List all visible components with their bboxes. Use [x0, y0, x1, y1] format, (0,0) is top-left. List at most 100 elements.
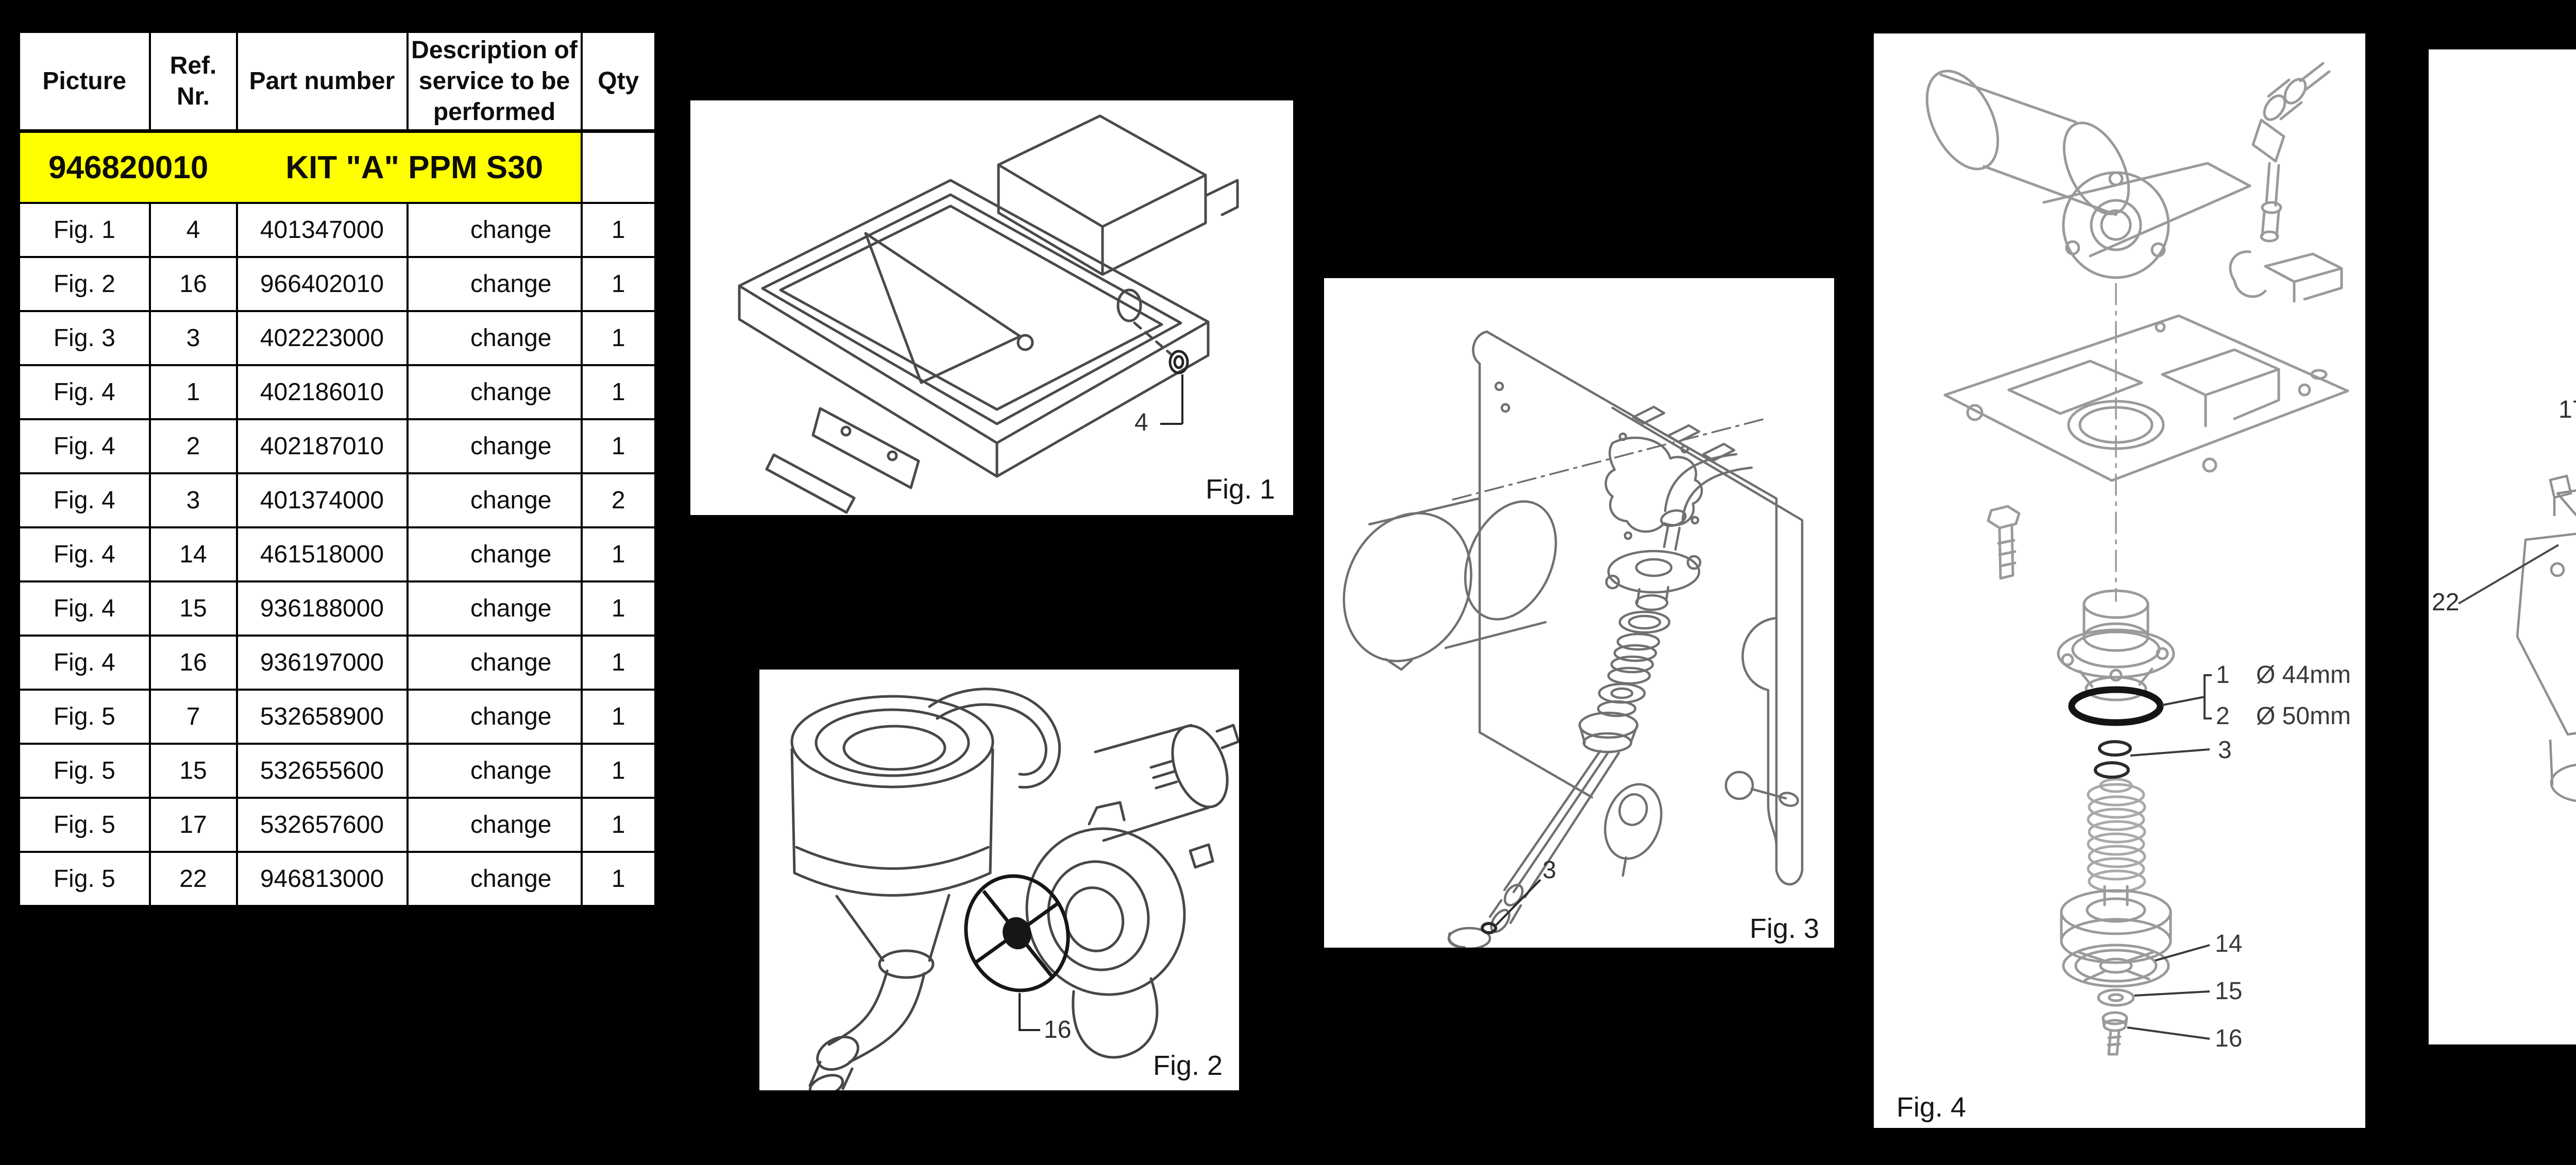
service-cell: change — [406, 256, 583, 312]
qty-cell: 1 — [580, 797, 658, 853]
dim-50mm: Ø 50mm — [2256, 703, 2351, 730]
kit-name: KIT "A" PPM S30 — [285, 149, 544, 185]
service-cell: change — [406, 472, 583, 528]
service-cell: change — [406, 635, 583, 691]
service-cell: change — [406, 851, 583, 909]
callout-leaders — [2458, 544, 2560, 605]
table-header-row: Picture Ref. Nr. Part number Description… — [16, 29, 658, 133]
callout-leader — [1495, 879, 1541, 926]
steam-wand-drawing — [1343, 330, 1804, 948]
picture-cell: Fig. 4 — [16, 364, 151, 420]
fig4-label: Fig. 4 — [1896, 1092, 1967, 1123]
picture-cell: Fig. 3 — [16, 310, 151, 366]
o-ring-part3 — [1481, 922, 1497, 934]
service-cell: change — [406, 797, 583, 853]
o-ring-part4 — [1168, 350, 1189, 374]
qty-cell: 1 — [580, 256, 658, 312]
valve-stack-drawing — [1925, 62, 2349, 1056]
ref-cell: 3 — [148, 310, 238, 366]
ref-cell: 2 — [148, 418, 238, 474]
part-number-cell: 401347000 — [235, 202, 409, 258]
part-number-cell: 402187010 — [235, 418, 409, 474]
picture-cell: Fig. 4 — [16, 635, 151, 691]
callout-leader — [1160, 374, 1183, 425]
callout-leaders — [2127, 674, 2212, 1040]
callout-22: 22 — [2432, 589, 2460, 616]
picture-cell: Fig. 4 — [16, 526, 151, 582]
picture-cell: Fig. 5 — [16, 743, 151, 799]
tank-part22 — [2516, 474, 2576, 802]
qty-cell: 1 — [580, 580, 658, 637]
fig3-label: Fig. 3 — [1750, 913, 1820, 944]
part-number-cell: 532657600 — [235, 797, 409, 853]
part-number-cell: 946813000 — [235, 851, 409, 909]
qty-cell: 1 — [580, 635, 658, 691]
ref-cell: 16 — [148, 256, 238, 312]
kit-title-spacer — [580, 130, 658, 204]
part-number-cell: 461518000 — [235, 526, 409, 582]
ref-cell: 22 — [148, 851, 238, 909]
kit-title-row: 946820010 KIT "A" PPM S30 — [16, 130, 658, 204]
callout-3: 3 — [1543, 856, 1556, 884]
service-cell: change — [406, 310, 583, 366]
kit-number: 946820010 — [48, 149, 209, 185]
fig2-label: Fig. 2 — [1153, 1050, 1223, 1081]
picture-cell: Fig. 5 — [16, 689, 151, 745]
valve-plate-part14 — [2062, 944, 2170, 988]
washer-part15 — [2097, 988, 2135, 1007]
impeller-part16 — [964, 874, 1070, 992]
picture-cell: Fig. 5 — [16, 797, 151, 853]
fig5-panel: 7 17 15 22 WA C M — [2429, 49, 2576, 1044]
part-number-cell: 402223000 — [235, 310, 409, 366]
service-cell: change — [406, 743, 583, 799]
qty-cell: 2 — [580, 472, 658, 528]
picture-cell: Fig. 2 — [16, 256, 151, 312]
ref-cell: 15 — [148, 743, 238, 799]
qty-cell: 1 — [580, 202, 658, 258]
fig2-panel: 16 Fig. 2 — [759, 670, 1239, 1090]
fittings-tank-drawing — [2458, 474, 2576, 802]
service-cell: change — [406, 364, 583, 420]
ref-cell: 3 — [148, 472, 238, 528]
picture-cell: Fig. 5 — [16, 851, 151, 909]
service-cell: change — [406, 418, 583, 474]
ref-cell: 17 — [148, 797, 238, 853]
col-header-description: Description of service to be performed — [406, 29, 583, 133]
qty-cell: 1 — [580, 364, 658, 420]
col-header-qty: Qty — [580, 29, 658, 133]
fig1-panel: 4 Fig. 1 — [690, 100, 1293, 515]
service-cell: change — [406, 689, 583, 745]
callout-4: 4 — [1134, 409, 1148, 436]
qty-cell: 1 — [580, 851, 658, 909]
pump-assembly-drawing — [790, 688, 1239, 1090]
fig1-label: Fig. 1 — [1206, 474, 1276, 505]
ref-cell: 16 — [148, 635, 238, 691]
part-number-cell: 401374000 — [235, 472, 409, 528]
fig4-panel: 1 Ø 44mm 2 Ø 50mm 3 14 15 16 Fig. 4 — [1874, 33, 2365, 1128]
o-ring-part1-2 — [2068, 686, 2164, 726]
qty-cell: 1 — [580, 310, 658, 366]
part-number-cell: 532655600 — [235, 743, 409, 799]
picture-cell: Fig. 1 — [16, 202, 151, 258]
part-number-cell: 936188000 — [235, 580, 409, 637]
ref-cell: 15 — [148, 580, 238, 637]
col-header-picture: Picture — [16, 29, 151, 133]
qty-cell: 1 — [580, 743, 658, 799]
picture-cell: Fig. 4 — [16, 472, 151, 528]
fig3-panel: 3 Fig. 3 — [1324, 278, 1834, 948]
col-header-ref-nr: Ref. Nr. — [148, 29, 238, 133]
callout-15: 15 — [2215, 978, 2243, 1005]
picture-cell: Fig. 4 — [16, 418, 151, 474]
